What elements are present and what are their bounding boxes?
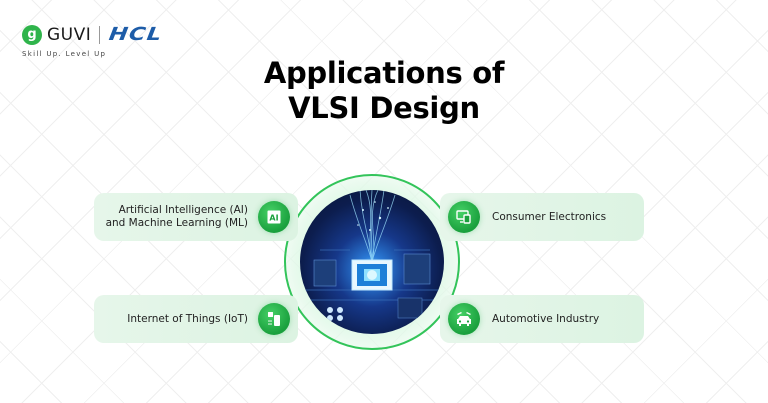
hcl-wordmark: HCL [107, 24, 165, 45]
card-ai-ml-label-line2: and Machine Learning (ML) [105, 217, 248, 229]
card-consumer-electronics-label: Consumer Electronics [492, 210, 607, 223]
iot-devices-icon [258, 303, 290, 335]
title-line-1: Applications of [263, 56, 505, 90]
card-ai-ml-label-line1: Artificial Intelligence (AI) [118, 204, 248, 216]
brand-logo: g GUVI HCL [22, 24, 164, 45]
card-automotive-label: Automotive Industry [492, 312, 600, 325]
ai-chip-icon: AI [258, 201, 290, 233]
car-icon [448, 303, 480, 335]
svg-text:AI: AI [269, 213, 278, 222]
logo-divider [99, 25, 101, 44]
card-consumer-electronics: Consumer Electronics [440, 193, 644, 241]
brand-tagline: Skill Up. Level Up [22, 50, 107, 58]
guvi-logo-icon: g [22, 24, 42, 45]
card-ai-ml: Artificial Intelligence (AI) and Machine… [94, 193, 298, 241]
circuit-chip-image [300, 190, 444, 334]
card-ai-ml-label: Artificial Intelligence (AI) and Machine… [106, 204, 248, 230]
page-title: Applications of VLSI Design [0, 56, 768, 126]
card-automotive: Automotive Industry [440, 295, 644, 343]
guvi-wordmark: GUVI [47, 24, 92, 45]
card-iot: Internet of Things (IoT) [94, 295, 298, 343]
card-iot-label: Internet of Things (IoT) [127, 312, 248, 325]
title-line-2: VLSI Design [288, 91, 480, 125]
devices-icon [448, 201, 480, 233]
